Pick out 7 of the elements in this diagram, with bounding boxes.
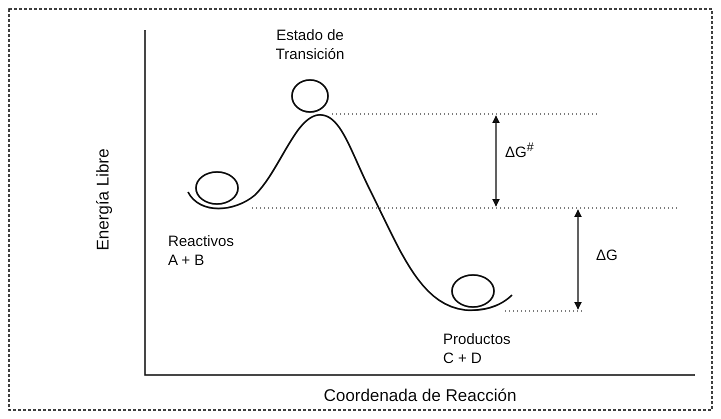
state-label: Productos C + D (443, 330, 512, 368)
state-label: Estado de Transición (274, 26, 346, 64)
energy-label: ΔG (596, 246, 619, 265)
energy-label: ΔG$^{#}$ (505, 139, 535, 162)
axis-title: Energía Libre (94, 147, 112, 253)
state-label: Reactivos A + B (168, 232, 235, 270)
axis-title: Coordenada de Reacción (322, 386, 518, 405)
